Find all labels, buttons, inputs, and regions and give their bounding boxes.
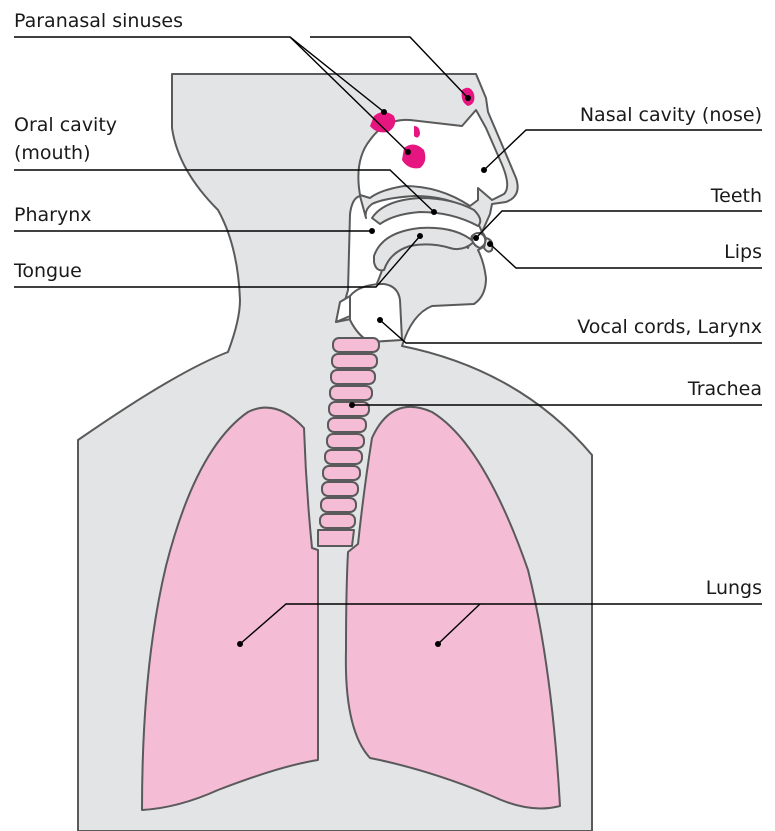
dot-vocal-cords: [377, 317, 383, 323]
dot-right-lung: [435, 641, 441, 647]
leader-nasal-cavity: [484, 130, 762, 170]
leader-teeth: [476, 211, 762, 238]
label-paranasal-sinuses: Paranasal sinuses: [14, 10, 183, 32]
label-lungs: Lungs: [706, 577, 762, 599]
dot-pharynx: [369, 228, 375, 234]
label-pharynx: Pharynx: [14, 204, 91, 226]
dot-trachea: [349, 402, 355, 408]
label-oral-cavity-line2: (mouth): [14, 142, 91, 164]
leader-lips: [490, 244, 762, 268]
dot-lips: [487, 241, 493, 247]
dot-sinus-frontal: [465, 95, 471, 101]
label-vocal-cords: Vocal cords, Larynx: [577, 316, 762, 338]
label-teeth: Teeth: [710, 185, 762, 207]
label-tongue: Tongue: [13, 260, 82, 282]
label-oral-cavity-line1: Oral cavity: [14, 114, 117, 136]
dot-oral-cavity: [431, 209, 437, 215]
dot-tongue: [417, 233, 423, 239]
dot-teeth: [473, 235, 479, 241]
dot-sinus-ethmoid: [381, 109, 387, 115]
dot-sinus-maxillary: [405, 149, 411, 155]
label-lips: Lips: [724, 241, 762, 263]
label-trachea: Trachea: [687, 378, 762, 400]
label-nasal-cavity: Nasal cavity (nose): [580, 104, 762, 126]
dot-nasal-cavity: [481, 167, 487, 173]
dot-left-lung: [237, 641, 243, 647]
